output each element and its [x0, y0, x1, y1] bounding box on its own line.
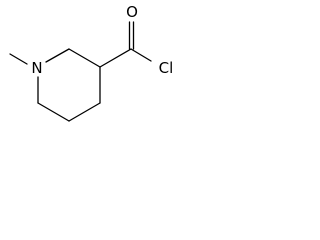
bond-c5-c6 [37, 102, 70, 122]
bond-c4-c5 [68, 102, 101, 122]
bond-n-c2 [45, 48, 70, 63]
oxygen-atom-label: O [126, 3, 138, 21]
bond-c3-carbonyl [99, 48, 132, 68]
bond-methyl-n [9, 53, 28, 65]
nitrogen-atom-label: N [31, 59, 42, 77]
bond-carbonyl-chlorine [130, 48, 152, 62]
bond-c2-c3 [68, 48, 101, 68]
skeletal-structure-diagram: N O Cl [9, 3, 174, 122]
chlorine-atom-label: Cl [159, 59, 174, 77]
